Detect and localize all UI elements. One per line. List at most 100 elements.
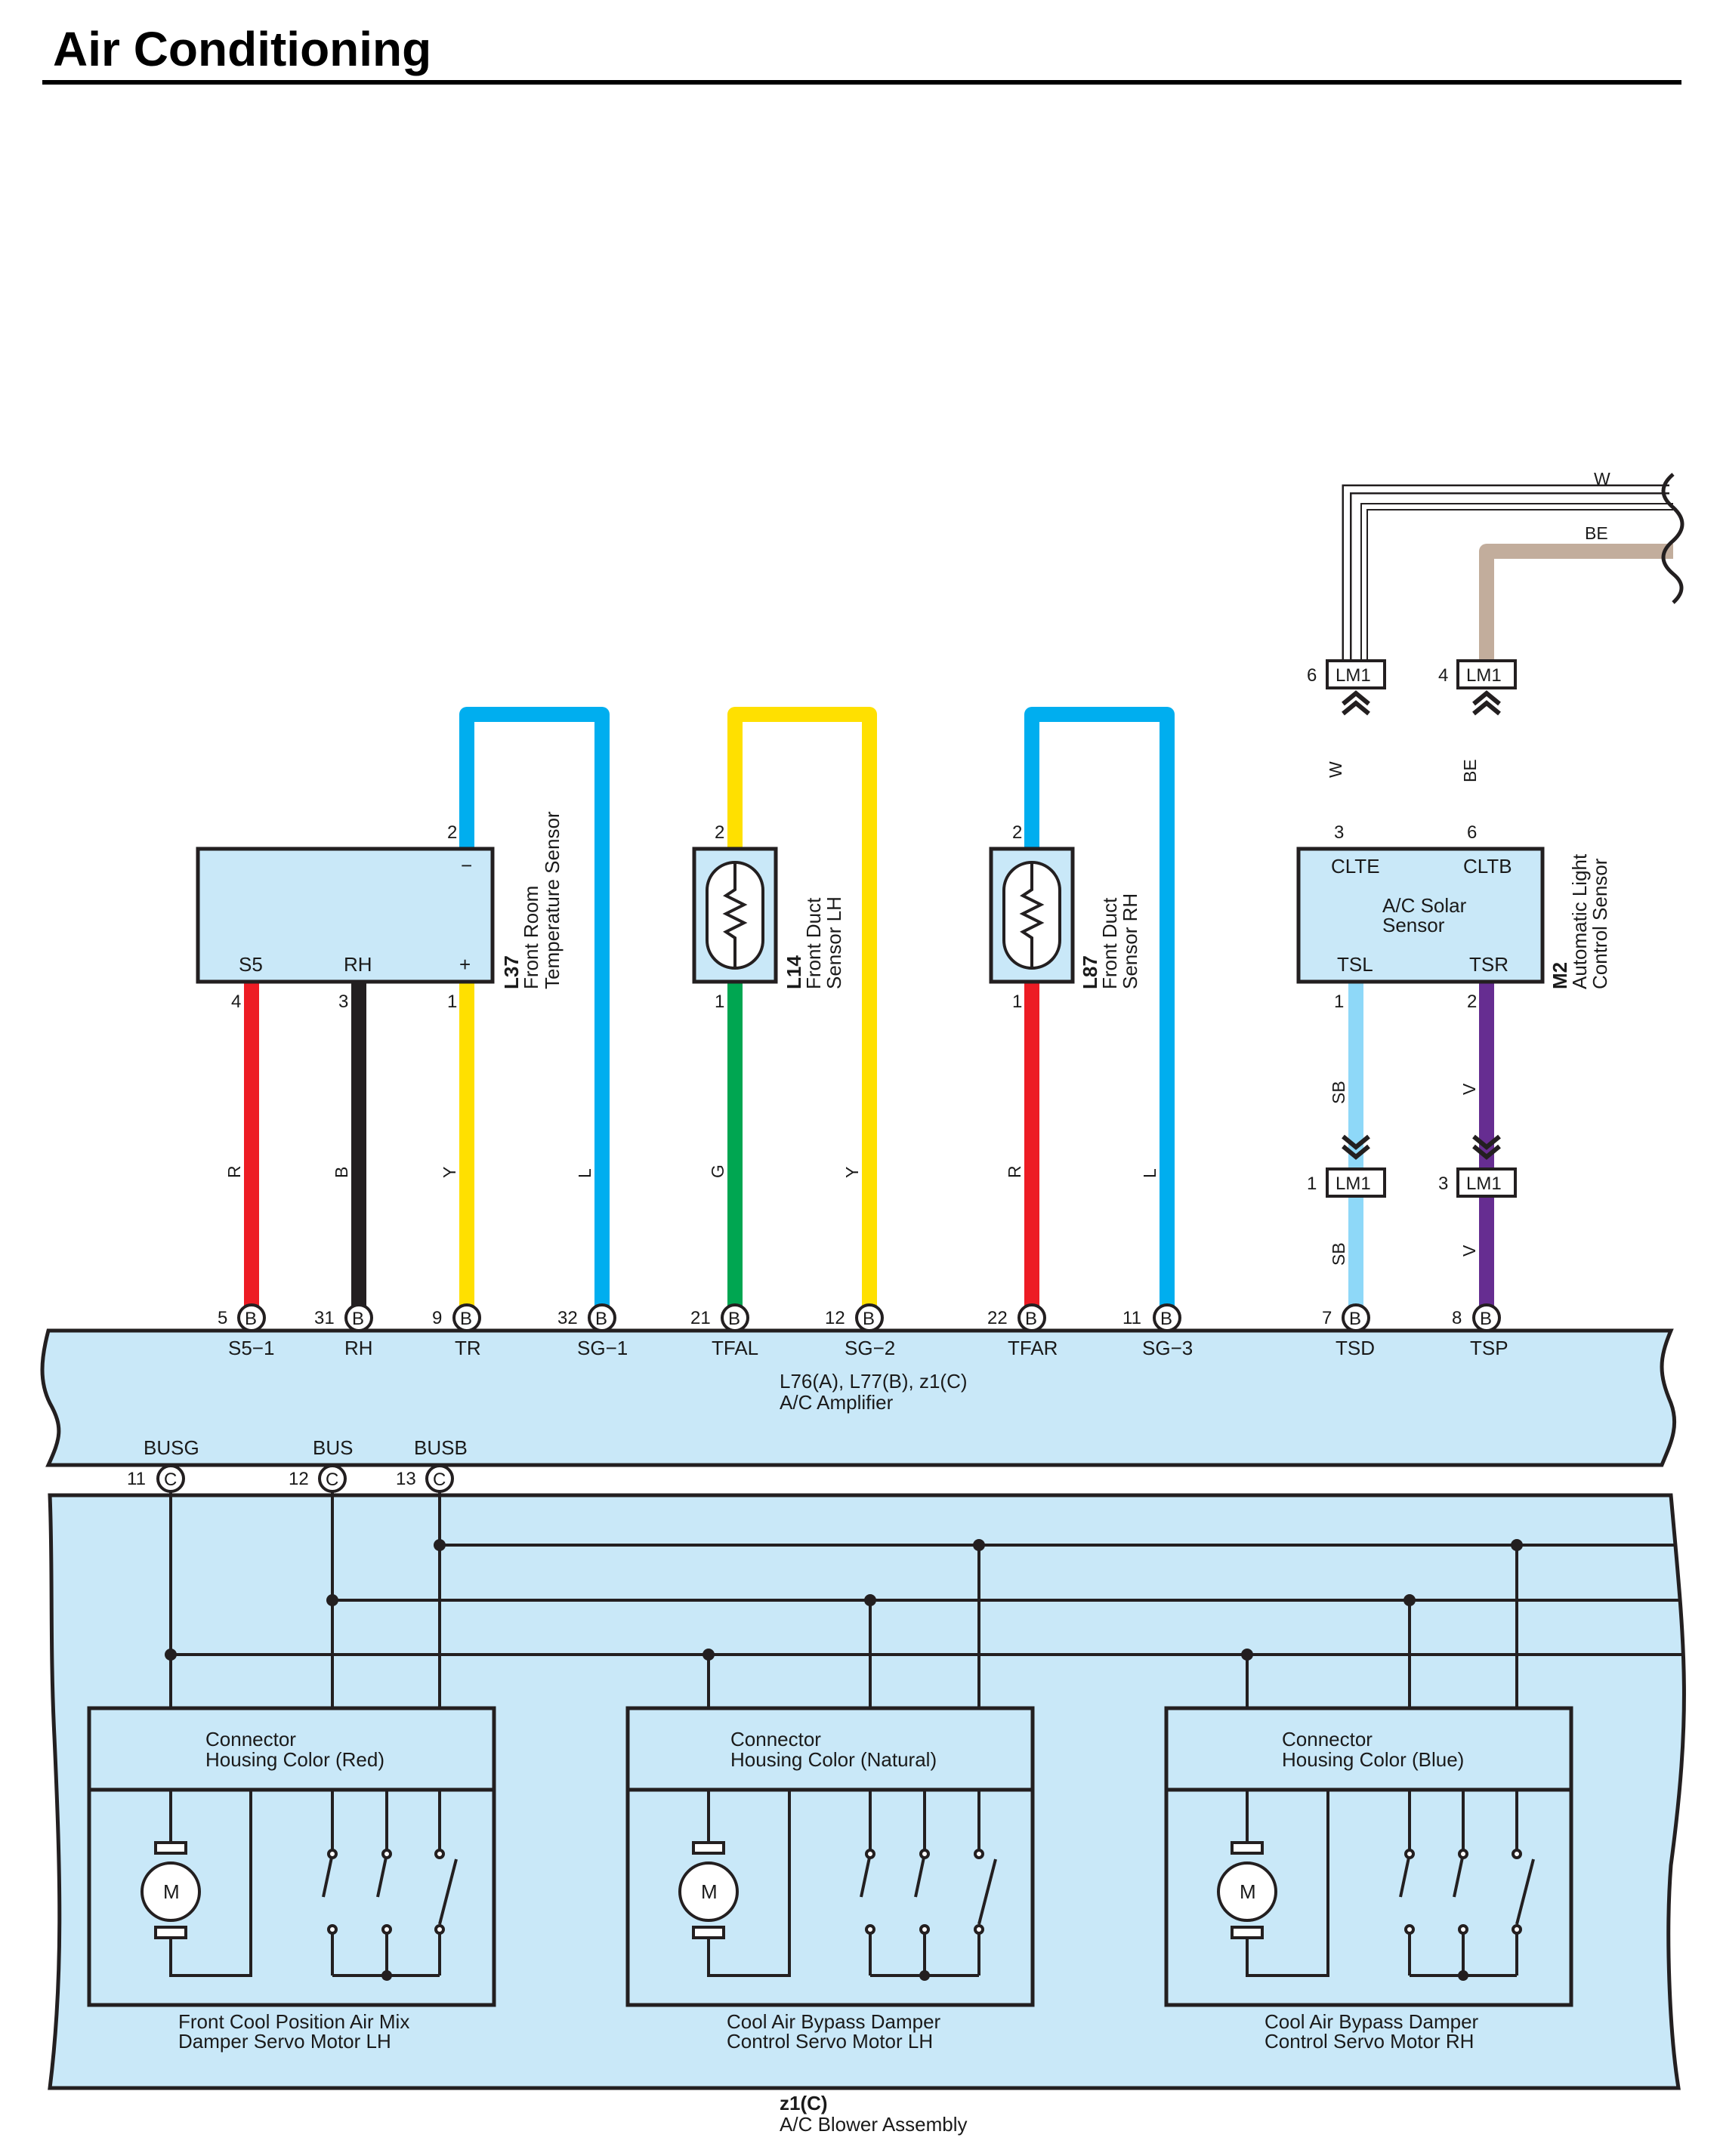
component-name: Control Sensor [1589,858,1611,989]
housing-label: Housing Color (Natural) [730,1748,937,1771]
connector-letter: B [245,1309,257,1329]
ac-amplifier-body [40,1328,1677,1467]
servo-motor-module: Connector Housing Color (Blue) M Cool Ai… [1164,1706,1573,2053]
component-inner-name: A/C Solar [1382,894,1467,917]
motor-symbol: M [1240,1880,1256,1903]
pin-number: 12 [825,1308,845,1328]
pin-number: 5 [218,1308,227,1328]
bus-pin: C 13 [396,1464,454,1493]
connector-label: LM1 [1336,665,1371,686]
amp-pin: B 21 TFAL [690,1303,758,1359]
pin-number: 2 [715,822,724,843]
pin-minus-symbol: − [461,854,472,877]
page-title: Air Conditioning [53,22,432,76]
pin-number: 6 [1307,665,1317,686]
terminal-label: CLTE [1331,855,1380,878]
component-name: Front Room [520,886,542,989]
component-code: L37 [500,955,523,989]
terminal-label: RH [344,1337,373,1359]
pin-number: 13 [396,1469,416,1489]
pin-number: 9 [432,1308,442,1328]
pin-number: 11 [1122,1308,1141,1328]
connector-letter: B [1349,1309,1361,1329]
pin-number: 4 [231,992,241,1012]
connector-label: LM1 [1466,665,1502,686]
amplifier-codes: L76(A), L77(B), z1(C) [780,1370,968,1393]
wire-label: Y [440,1167,459,1178]
wire-label: BE [1585,523,1608,543]
wire-label: SB [1329,1081,1348,1104]
terminal-label: BUSB [414,1436,468,1459]
connector-letter: C [164,1470,177,1490]
motor-name: Front Cool Position Air Mix [178,2010,409,2033]
motor-icon [1217,1861,1277,1922]
pin-number: 8 [1452,1308,1462,1328]
pin-number: 32 [557,1308,578,1328]
wire-label: L [575,1168,594,1178]
pin-number: 22 [987,1308,1008,1328]
terminal-label: TFAL [712,1337,758,1359]
pin-number: 11 [127,1469,146,1489]
connector-letter: B [1480,1309,1492,1329]
motor-symbol: M [701,1880,718,1903]
motor-name: Damper Servo Motor LH [178,2030,391,2053]
amp-pin: B 22 TFAR [987,1303,1058,1359]
amp-pin: B 11 SG−3 [1122,1303,1193,1359]
wire-label: G [708,1164,727,1178]
wire-label: B [332,1167,351,1178]
motor-name: Cool Air Bypass Damper [1265,2010,1479,2033]
wire-label: W [1594,469,1610,489]
wire-label: BE [1460,759,1480,782]
pin-number: 7 [1322,1308,1332,1328]
terminal-label: TR [455,1337,481,1359]
amp-pin: B 12 SG−2 [825,1303,895,1359]
terminal-label: TSR [1469,953,1508,976]
connector-letter: C [433,1470,446,1490]
motor-icon [678,1861,739,1922]
terminal-label: RH [344,953,372,976]
housing-label: Housing Color (Blue) [1282,1748,1464,1771]
wire-label: R [1005,1165,1024,1178]
motor-icon [141,1861,201,1922]
sensor-l37: − S5 RH + 2 4 3 1 L37 Front Room Tempera… [196,811,564,1012]
amplifier-name: A/C Amplifier [780,1391,894,1414]
pin-number: 31 [314,1308,335,1328]
terminal-label: BUSG [144,1436,199,1459]
lm1-connector: LM1 3 [1438,1137,1517,1198]
connector-letter: B [1160,1309,1172,1329]
terminal-label: SG−1 [577,1337,628,1359]
servo-motor-module: Connector Housing Color (Red) M Front Co… [87,1706,496,2053]
component-name: Front Duct [802,897,825,989]
lm1-connector: LM1 1 [1307,1137,1386,1198]
terminal-label: TSL [1337,953,1373,976]
pin-number: 3 [338,992,348,1012]
sensor-l87: 2 1 L87 Front Duct Sensor RH [989,822,1141,1012]
terminal-label: SG−2 [845,1337,895,1359]
lm1-connector: LM1 6 [1307,659,1386,714]
bus-junctions [165,1539,1523,1661]
terminal-label: BUS [313,1436,353,1459]
motor-name: Control Servo Motor RH [1265,2030,1474,2053]
terminal-label: CLTB [1463,855,1512,878]
wire-break-mark [1661,473,1684,604]
housing-label: Connector [1282,1728,1373,1750]
amp-pin: B 31 RH [314,1303,373,1359]
wire-label: V [1459,1245,1479,1257]
component-name: Sensor RH [1119,893,1141,989]
sensor-loops [459,707,1175,1318]
wire-label: Y [842,1167,862,1178]
wire-y [727,707,877,1318]
connector-letter: B [460,1309,472,1329]
housing-label: Connector [205,1728,296,1750]
pin-plus-symbol: + [459,953,471,976]
connector-label: LM1 [1466,1174,1502,1194]
terminal-label: SG−3 [1142,1337,1193,1359]
title-rule [42,80,1681,85]
blower-code: z1(C) [780,2092,828,2114]
wire-l [1024,707,1175,1318]
amp-pin: B 5 S5−1 [218,1303,274,1359]
component-name: Temperature Sensor [541,811,564,989]
amp-pin: B 7 TSD [1322,1303,1375,1359]
component-code: L87 [1079,955,1101,989]
